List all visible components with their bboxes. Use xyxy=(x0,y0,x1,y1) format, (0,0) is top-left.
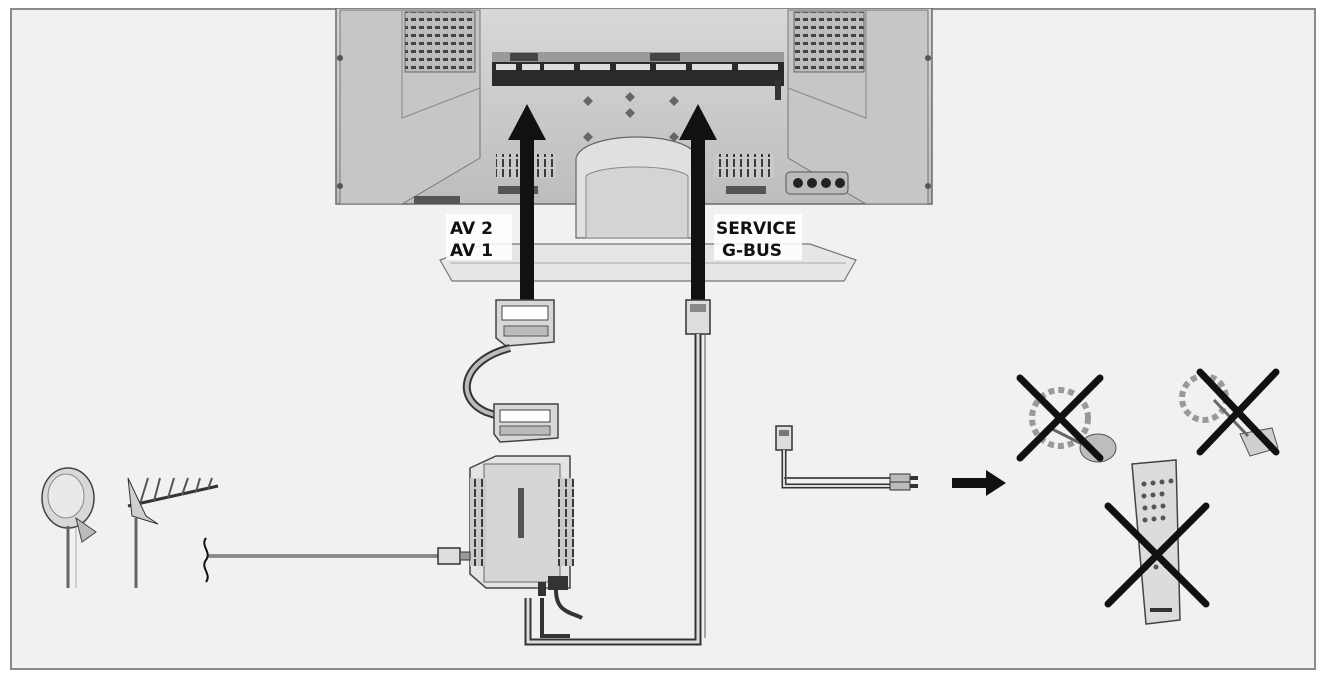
antenna-icon xyxy=(127,477,219,588)
right-up-arrow-icon xyxy=(679,104,717,300)
gbus-label: G-BUS xyxy=(722,241,782,261)
right-label-group: SERVICE G-BUS xyxy=(714,214,802,261)
left-up-arrow-icon xyxy=(508,104,546,300)
service-label: SERVICE xyxy=(716,219,797,239)
cross-mark-icon xyxy=(1104,502,1210,608)
receiver-box-icon xyxy=(469,455,583,638)
antenna-cable-icon xyxy=(203,537,471,583)
diagram-frame: AV 2 AV 1 SERVICE G-BUS xyxy=(10,8,1316,670)
crossed-ir-sender-icon xyxy=(1029,387,1117,463)
service-cable-icon xyxy=(524,299,711,646)
scart-adapter-icon xyxy=(462,299,559,443)
av1-label: AV 1 xyxy=(450,241,493,261)
ir-sender-cable-icon xyxy=(775,425,918,491)
satellite-dish-icon xyxy=(41,467,97,588)
connection-diagram: AV 2 AV 1 SERVICE G-BUS xyxy=(10,8,1316,670)
av2-label: AV 2 xyxy=(450,219,493,239)
right-arrow-icon xyxy=(952,470,1006,496)
cross-mark-icon xyxy=(1016,374,1104,462)
left-label-group: AV 2 AV 1 xyxy=(446,214,512,261)
cross-mark-icon xyxy=(1196,368,1280,456)
